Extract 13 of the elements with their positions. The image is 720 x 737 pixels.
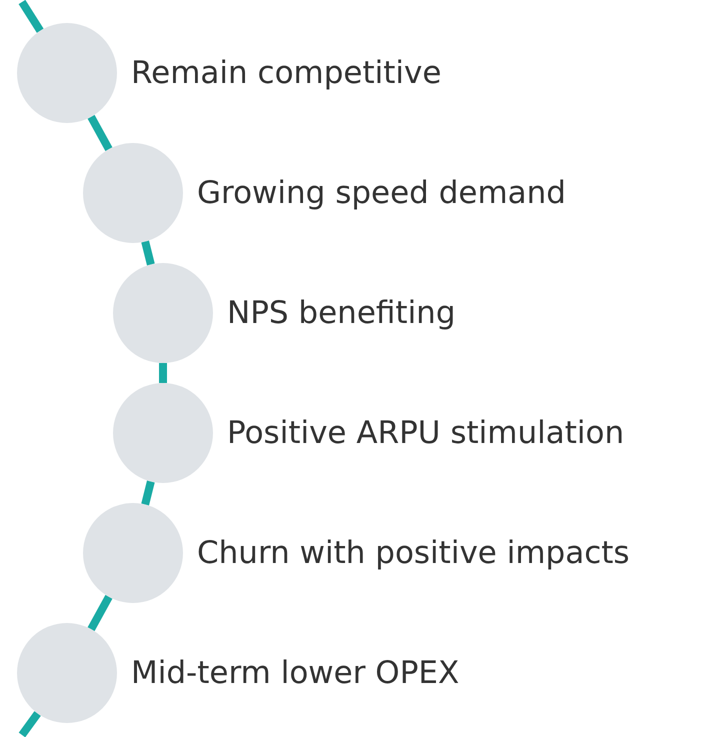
caption-text: Remain competitive xyxy=(131,56,442,90)
connector-line xyxy=(88,594,112,632)
connector-line xyxy=(18,711,41,737)
caption-text: Positive ARPU stimulation xyxy=(227,416,624,450)
caption-text: Mid-term lower OPEX xyxy=(131,656,460,690)
connector-line xyxy=(159,363,167,383)
connector-line xyxy=(18,0,44,33)
caption-text: NPS benefiting xyxy=(227,296,456,330)
connector-line xyxy=(141,240,155,266)
caption-text: Growing speed demand xyxy=(197,176,566,210)
connector-line xyxy=(141,480,155,506)
caption-text: Churn with positive impacts xyxy=(197,536,630,570)
connector-line xyxy=(88,114,112,152)
